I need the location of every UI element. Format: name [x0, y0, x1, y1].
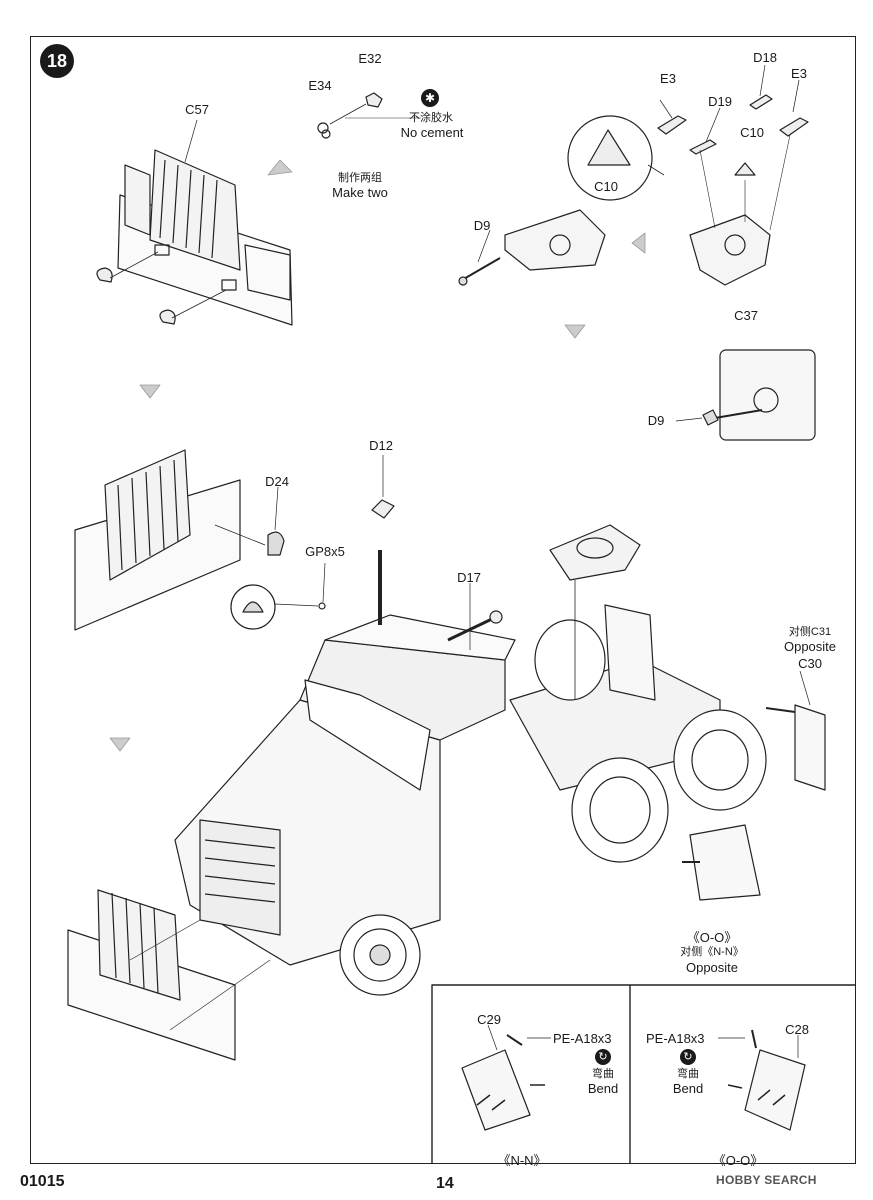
no-cement-icon: ✱ — [421, 89, 439, 107]
bend-icon: ↻ — [680, 1049, 696, 1065]
note-bend-cn-right: 弯曲 — [677, 1068, 699, 1080]
note-opposite-en: Opposite — [783, 639, 837, 654]
note-nn-opposite-cn: 对侧《N-N》 — [680, 946, 744, 958]
part-label-pe-left: PE-A18x3 — [553, 1031, 612, 1046]
part-label-d9-top: D9 — [473, 218, 491, 233]
note-bend-en-left: Bend — [587, 1081, 619, 1096]
bumper-c57-drawing — [96, 149, 293, 326]
step-number-badge: 18 — [40, 44, 74, 78]
bumper-front-drawing — [67, 889, 271, 1061]
part-label-d19: D19 — [708, 94, 732, 109]
mudflap-insets — [431, 984, 855, 1164]
part-label-c10-top: C10 — [740, 125, 764, 140]
part-label-c28: C28 — [785, 1022, 809, 1037]
part-label-pe-right: PE-A18x3 — [646, 1031, 705, 1046]
fifth-wheel-assembly-drawing — [458, 94, 809, 286]
part-label-e34: E34 — [308, 78, 332, 93]
part-label-d9-mid: D9 — [647, 413, 665, 428]
note-no-cement-en: No cement — [400, 125, 464, 140]
page-border — [30, 36, 856, 1164]
part-label-c30: C30 — [798, 656, 822, 671]
mudflap-c28-drawing — [727, 1029, 806, 1131]
note-oo-label: 《O-O》 — [686, 930, 738, 945]
parts-e32-e34-drawing — [317, 92, 421, 139]
note-bend-cn-left: 弯曲 — [592, 1068, 614, 1080]
assembly-arrow-icon — [109, 159, 646, 752]
bumper-d24-drawing — [74, 449, 285, 631]
watermark: HOBBY SEARCH — [716, 1173, 817, 1187]
inset-label-nn: 《N-N》 — [497, 1153, 547, 1168]
note-no-cement-cn: 不涂胶水 — [409, 112, 453, 124]
truck-tractor-drawing — [174, 499, 826, 996]
note-make-two-en: Make two — [332, 185, 388, 200]
note-opposite-c31-cn: 对侧C31 — [788, 626, 832, 638]
note-bend-en-right: Bend — [672, 1081, 704, 1096]
part-label-c57: C57 — [185, 102, 209, 117]
part-label-d24: D24 — [265, 474, 289, 489]
bend-icon: ↻ — [595, 1049, 611, 1065]
mudflap-c29-drawing — [461, 1034, 545, 1131]
note-nn-opposite-en: Opposite — [685, 960, 739, 975]
catalog-code: 01015 — [20, 1173, 65, 1190]
part-label-e3-right: E3 — [791, 66, 807, 81]
part-label-d18: D18 — [753, 50, 777, 65]
part-label-gp8x5: GP8x5 — [305, 544, 345, 559]
inset-label-oo: 《O-O》 — [712, 1153, 764, 1168]
fifth-wheel-underside-drawing — [702, 349, 816, 441]
part-label-c37: C37 — [734, 308, 758, 323]
note-make-two-cn: 制作两组 — [338, 172, 382, 184]
part-label-d12: D12 — [369, 438, 393, 453]
part-label-e32: E32 — [358, 51, 382, 66]
part-label-e3-left: E3 — [660, 71, 676, 86]
leader-lines — [184, 64, 811, 1058]
part-label-c29: C29 — [477, 1012, 501, 1027]
page-number: 14 — [436, 1175, 454, 1192]
part-label-d17: D17 — [457, 570, 481, 585]
part-label-c10-callout: C10 — [594, 179, 618, 194]
